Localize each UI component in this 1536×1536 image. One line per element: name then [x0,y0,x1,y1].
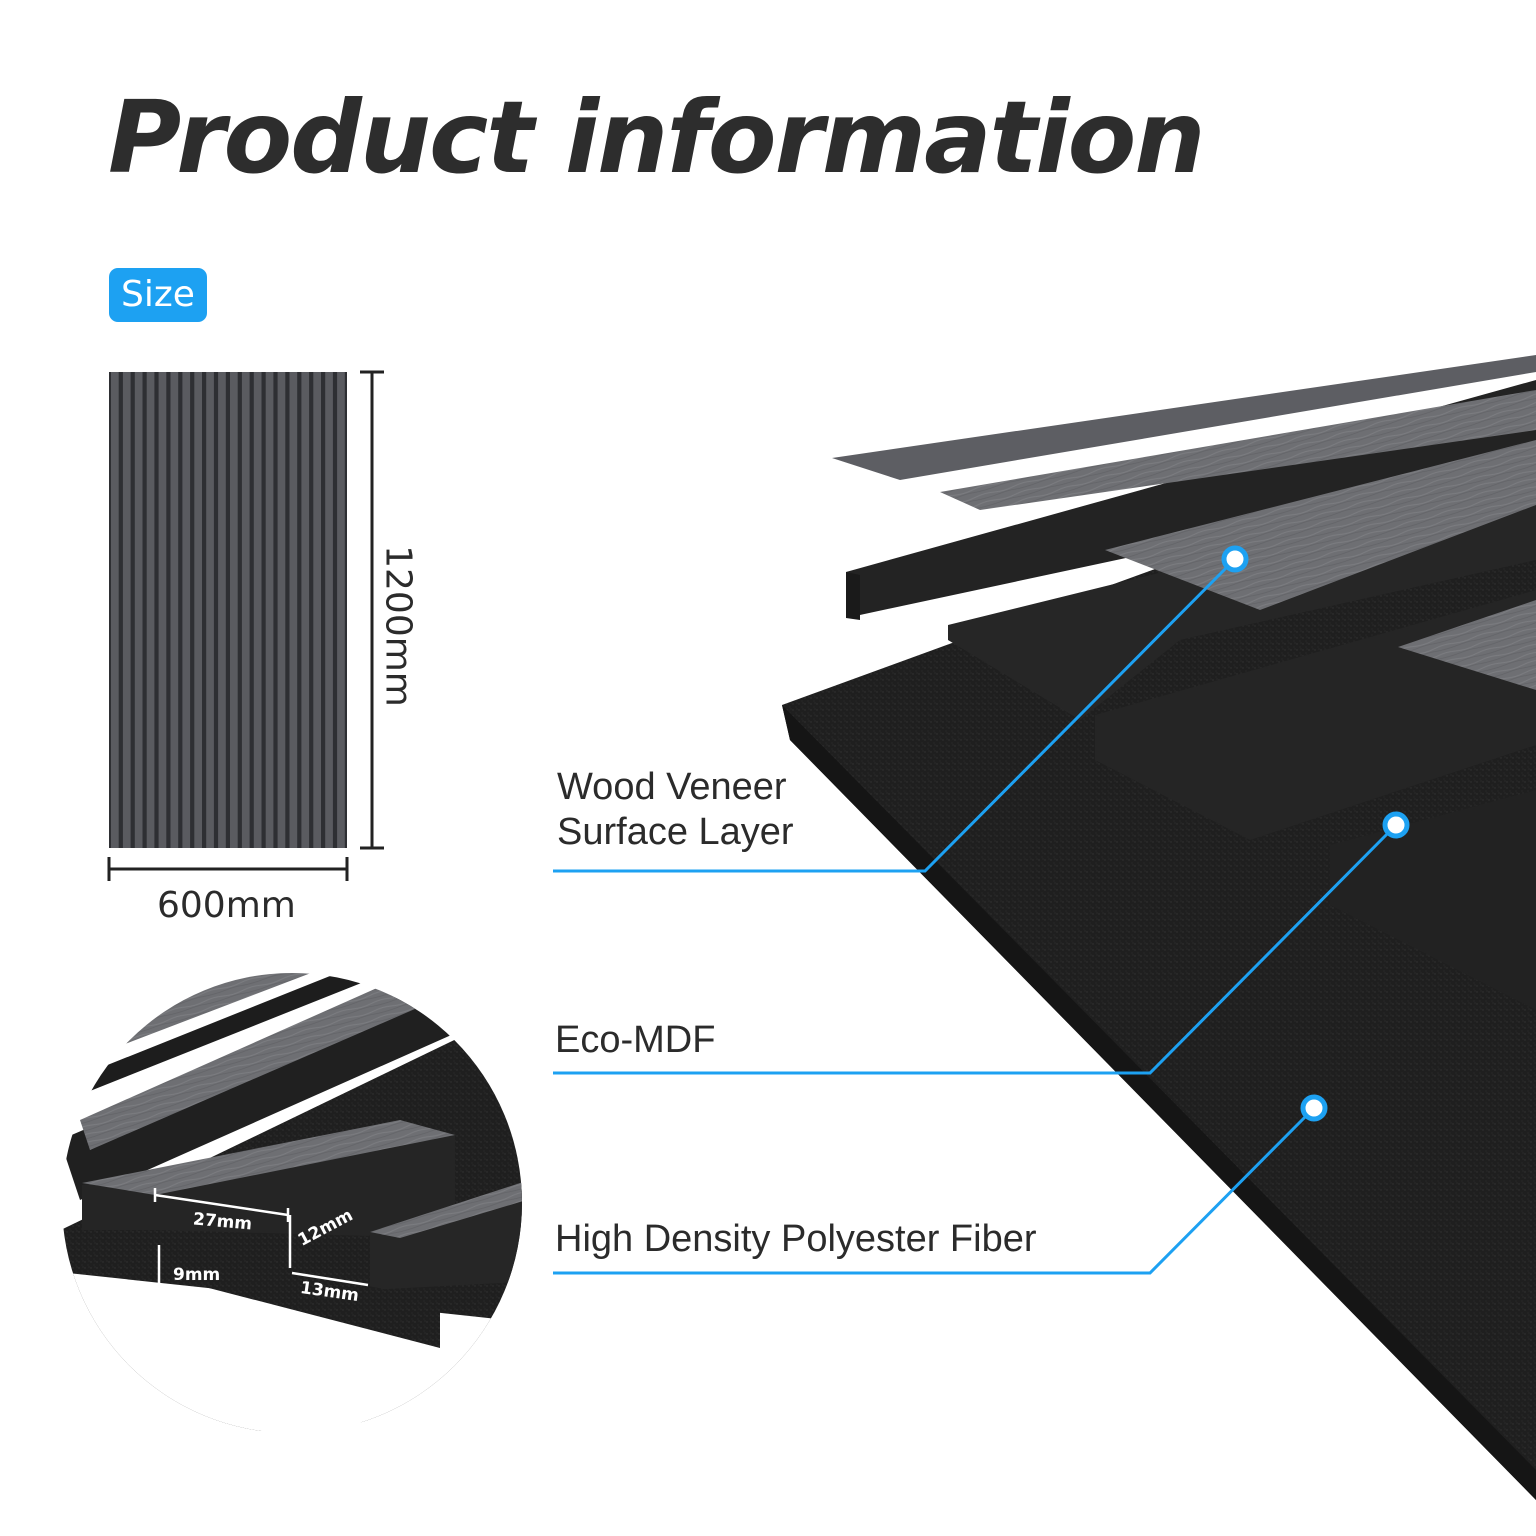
page-title: Product information [108,79,1206,196]
width-dimension-line [107,857,349,881]
panel-slat [122,372,131,848]
panel-slat [194,372,202,848]
panel-slat [313,372,321,848]
panel-slat [241,372,250,848]
layer-label-veneer: Wood Veneer Surface Layer [557,765,794,855]
height-label: 1200mm [377,545,419,707]
panel-slat [289,372,298,848]
detail-zoom-circle [62,973,522,1433]
layer-label-mdf: Eco-MDF [555,1019,716,1061]
panel-slat [301,372,310,848]
panel-slat [158,372,167,848]
panel-front-view [109,372,347,848]
panel-slat [111,372,119,848]
panel-slat [230,372,238,848]
layer-label-veneer-line1: Wood Veneer [557,766,787,808]
panel-slat [337,372,345,848]
callout-mdf [553,811,1410,1075]
panel-slat [277,372,286,848]
detail-base-thickness: 9mm [173,1265,221,1285]
width-label: 600mm [157,885,296,926]
panel-slat [146,372,155,848]
callout-felt [553,1094,1328,1275]
exploded-layers-view [782,355,1536,1500]
height-dimension-line [360,370,384,850]
panel-slat [325,372,333,848]
panel-slat [265,372,274,848]
panel-slat [134,372,143,848]
size-badge: Size [109,268,207,322]
panel-slat [206,372,214,848]
panel-slat [170,372,179,848]
panel-slat [218,372,226,848]
panel-slat [253,372,262,848]
layer-label-felt: High Density Polyester Fiber [555,1218,1037,1260]
callout-veneer [553,545,1249,873]
layer-label-veneer-line2: Surface Layer [557,811,794,853]
panel-slat [182,372,191,848]
